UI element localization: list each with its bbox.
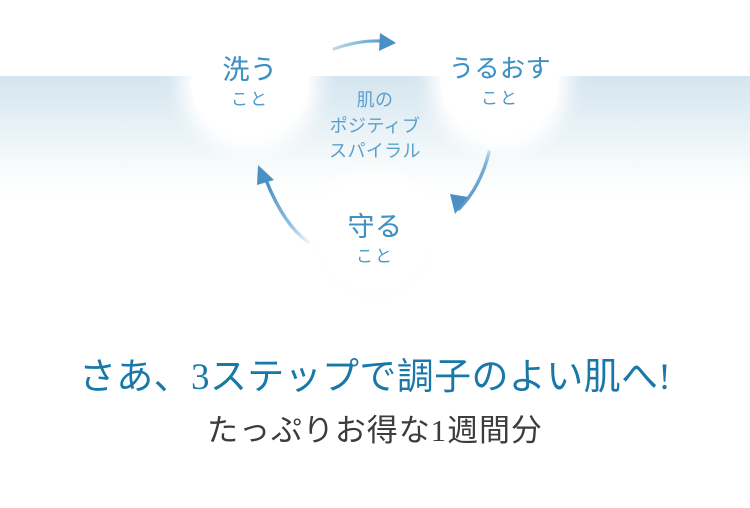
headline-primary: さあ、3ステップで調子のよい肌へ! xyxy=(78,357,672,398)
node-moisturize: うるおす こと xyxy=(440,23,560,143)
headline-block: さあ、3ステップで調子のよい肌へ! たっぷりお得な1週間分 xyxy=(0,356,750,449)
curved-arrow-down-left-icon xyxy=(450,150,491,214)
center-caption-line1: 肌の xyxy=(356,90,394,110)
center-caption-line2: ポジティブ xyxy=(329,115,421,136)
node-protect-label: 守る xyxy=(347,211,403,242)
spiral-arrows xyxy=(257,33,491,244)
node-moisturize-label: うるおす xyxy=(448,56,551,84)
node-moisturize-sublabel: こと xyxy=(480,89,520,109)
curved-arrow-up-left-icon xyxy=(257,165,310,244)
spiral-diagram: 肌の ポジティブ スパイラル 洗う こと うるおす こと 守る こと xyxy=(190,23,560,299)
node-wash-sublabel: こと xyxy=(230,90,270,110)
background-gradient-band xyxy=(0,76,750,198)
node-wash-label: 洗う xyxy=(222,54,278,85)
node-protect-sublabel: こと xyxy=(355,247,395,267)
curved-arrow-right-icon xyxy=(332,33,396,51)
center-caption-line3: スパイラル xyxy=(329,141,421,162)
node-protect: 守る こと xyxy=(316,181,434,299)
center-caption: 肌の ポジティブ スパイラル xyxy=(300,88,450,165)
node-wash: 洗う こと xyxy=(190,23,310,143)
headline-secondary: たっぷりお得な1週間分 xyxy=(207,412,543,448)
